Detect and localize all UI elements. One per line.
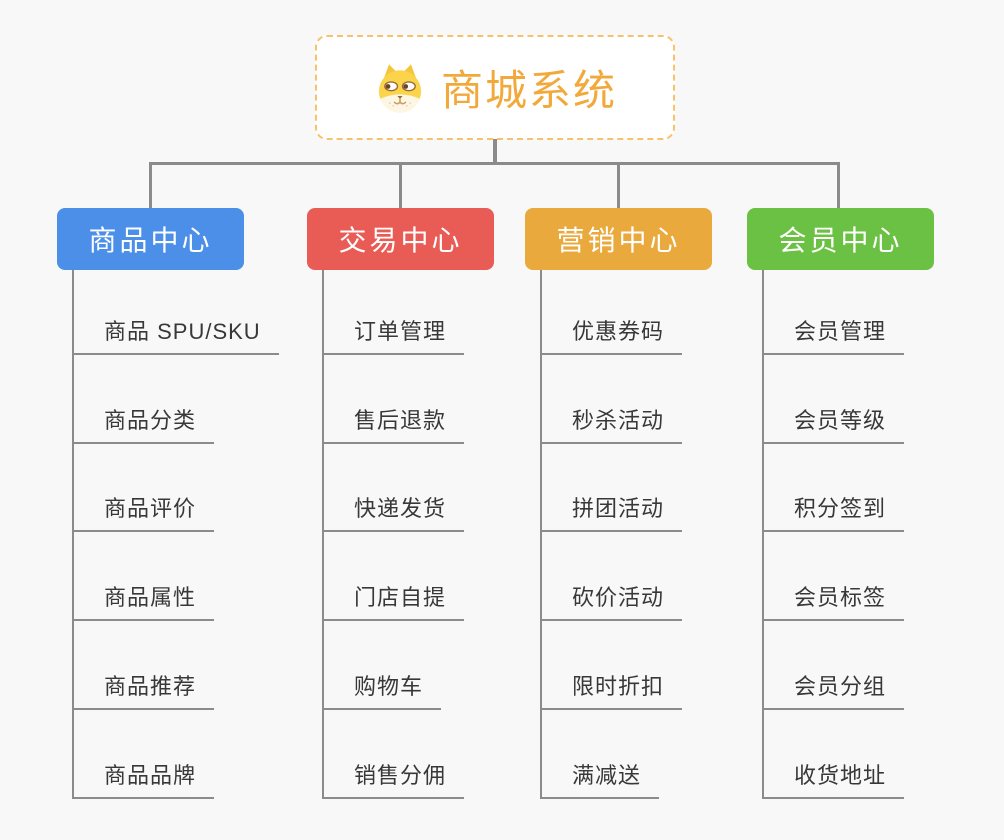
connector-drop-marketing — [617, 163, 620, 208]
child-topic-node[interactable]: 拼团活动 — [540, 496, 683, 532]
child-topic-node[interactable]: 购物车 — [322, 674, 442, 710]
child-topic-node[interactable]: 订单管理 — [322, 319, 465, 355]
connector-column-line — [72, 270, 74, 799]
child-topic-node[interactable]: 秒杀活动 — [540, 408, 683, 444]
child-topic-node[interactable]: 会员标签 — [762, 585, 905, 621]
child-topic-node[interactable]: 会员等级 — [762, 408, 905, 444]
child-topic-node[interactable]: 收货地址 — [762, 763, 905, 799]
connector-column-line — [762, 270, 764, 799]
child-topic-node[interactable]: 销售分佣 — [322, 763, 465, 799]
connector-drop-members — [837, 163, 840, 208]
root-node[interactable]: 商城系统 — [315, 35, 675, 140]
branch-node-product-center[interactable]: 商品中心 — [57, 208, 244, 270]
child-topic-node[interactable]: 快递发货 — [322, 496, 465, 532]
connector-column-line — [540, 270, 542, 799]
connector-column-line — [322, 270, 324, 799]
connector-drop-products — [149, 163, 152, 208]
child-topic-node[interactable]: 售后退款 — [322, 408, 465, 444]
connector-drop-trade — [399, 163, 402, 208]
connector-bus-line — [149, 162, 840, 165]
child-topic-node[interactable]: 积分签到 — [762, 496, 905, 532]
branch-node-member-center[interactable]: 会员中心 — [747, 208, 934, 270]
child-topic-node[interactable]: 砍价活动 — [540, 585, 683, 621]
child-topic-node[interactable]: 商品推荐 — [72, 674, 215, 710]
child-topic-node[interactable]: 限时折扣 — [540, 674, 683, 710]
root-title: 商城系统 — [440, 67, 617, 114]
branch-node-marketing-center[interactable]: 营销中心 — [525, 208, 712, 270]
child-topic-node[interactable]: 商品属性 — [72, 585, 215, 621]
child-topic-node[interactable]: 会员分组 — [762, 674, 905, 710]
child-topic-node[interactable]: 会员管理 — [762, 319, 905, 355]
child-topic-node[interactable]: 商品 SPU/SKU — [72, 319, 279, 355]
child-topic-node[interactable]: 商品品牌 — [72, 763, 215, 799]
child-topic-node[interactable]: 优惠券码 — [540, 319, 683, 355]
child-topic-node[interactable]: 商品评价 — [72, 496, 215, 532]
child-topic-node[interactable]: 门店自提 — [322, 585, 465, 621]
child-topic-node[interactable]: 满减送 — [540, 763, 660, 799]
connector-root-stub — [493, 139, 497, 163]
branch-node-trade-center[interactable]: 交易中心 — [307, 208, 494, 270]
shiba-dog-icon — [378, 63, 422, 112]
child-topic-node[interactable]: 商品分类 — [72, 408, 215, 444]
